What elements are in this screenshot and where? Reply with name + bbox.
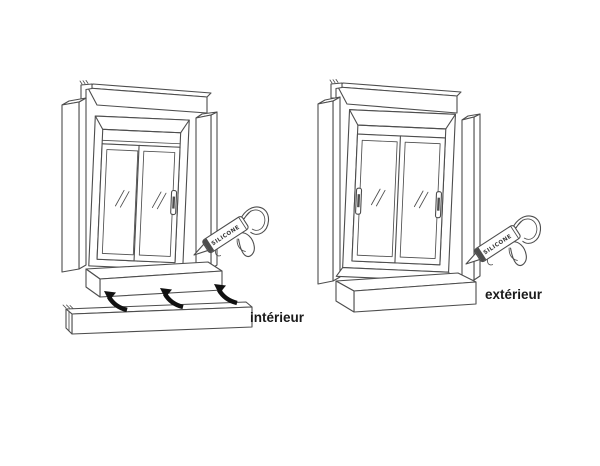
exterior-label: extérieur <box>485 287 543 302</box>
sash-left <box>96 143 144 262</box>
left-post <box>61 97 87 273</box>
exterior-panel: extérieur <box>317 78 555 313</box>
sash-left <box>351 133 403 264</box>
interior-label: intérieur <box>250 310 305 325</box>
sash-right <box>394 135 446 266</box>
glass-reflection <box>151 191 167 210</box>
left-post <box>317 96 341 285</box>
sash-right <box>133 144 181 264</box>
glass-reflection <box>114 189 130 208</box>
glass-pane <box>101 149 139 256</box>
window-sill <box>85 261 223 298</box>
glass-reflection <box>370 188 386 207</box>
sill-cover-profile <box>62 301 253 335</box>
head-flashing <box>329 78 462 114</box>
right-post <box>195 111 218 273</box>
window-sill <box>335 272 477 313</box>
window <box>88 115 190 271</box>
right-post <box>461 113 481 284</box>
insert-arrow <box>214 284 237 303</box>
head-flashing <box>79 79 212 114</box>
glass-reflection <box>413 190 429 209</box>
window <box>335 109 456 282</box>
interior-panel: intérieur <box>61 79 305 335</box>
